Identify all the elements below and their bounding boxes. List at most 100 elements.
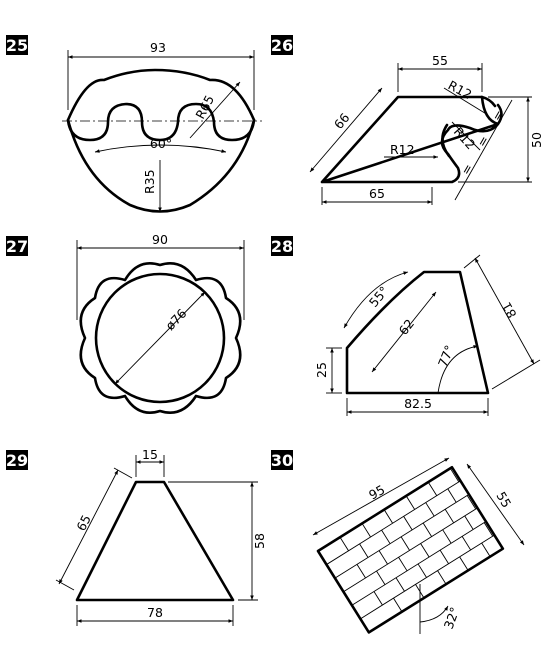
block-outline xyxy=(345,270,490,395)
problem-25: 25 93 R65 60° R35 xyxy=(6,35,262,213)
brick-joint xyxy=(420,543,430,558)
radius-leader xyxy=(451,121,481,151)
brick-joint xyxy=(359,543,369,558)
brick-joint xyxy=(481,542,491,557)
brick-joint xyxy=(437,570,447,585)
brick-joint xyxy=(449,468,460,483)
brick-joint xyxy=(339,536,349,552)
scalloped-curve xyxy=(66,102,256,142)
problem-number: 25 xyxy=(6,36,28,55)
dim-width: 93 xyxy=(150,40,166,55)
bracket-outline xyxy=(480,95,497,108)
diameter-line xyxy=(114,291,206,385)
dim-diameter: ø76 xyxy=(162,306,189,333)
dim-base: 82.5 xyxy=(404,396,432,411)
dim-width: 90 xyxy=(152,232,168,247)
trapezoid-outline xyxy=(75,480,235,602)
radius-leader xyxy=(443,87,489,116)
equal-mark: = xyxy=(458,161,476,178)
brick-joint xyxy=(395,577,405,592)
problem-29: 29 15 65 58 78 xyxy=(6,447,267,626)
brick-course-line xyxy=(334,494,470,579)
dim-height: 58 xyxy=(252,533,267,549)
dimension-line xyxy=(312,457,450,536)
dim-bottom-radius: R35 xyxy=(142,169,157,194)
brick-joint xyxy=(393,597,403,612)
brick-joint xyxy=(439,549,449,564)
dim-r-mid: R12 xyxy=(451,124,479,152)
problem-number: 30 xyxy=(271,451,293,470)
dimension-line xyxy=(58,469,119,585)
brick-course-line xyxy=(360,534,495,620)
problem-number-badge xyxy=(6,450,28,470)
brick-joint xyxy=(461,536,472,551)
brick-joint xyxy=(427,481,438,496)
extension-line xyxy=(113,467,133,479)
dim-top: 55 xyxy=(432,53,448,68)
problem-number: 29 xyxy=(6,451,28,470)
problem-number-badge xyxy=(6,35,28,55)
brick-joint xyxy=(447,488,457,503)
dim-r-top: R12 xyxy=(446,77,475,102)
dimension-line xyxy=(454,99,513,201)
dim-width: 55 xyxy=(493,489,514,510)
problem-number-badge xyxy=(6,236,28,256)
radius-leader xyxy=(189,81,241,139)
brick-wall xyxy=(316,465,505,634)
dim-height: 50 xyxy=(529,132,544,148)
problem-number: 28 xyxy=(271,237,293,256)
brick-joint xyxy=(373,591,383,606)
extension-line xyxy=(463,254,481,269)
extension-line xyxy=(55,579,75,591)
problem-30: 30 95 55 32° xyxy=(271,450,525,634)
dim-base: 78 xyxy=(147,605,163,620)
dimension-line xyxy=(371,291,437,373)
brick-joint xyxy=(459,556,469,571)
dimension-line xyxy=(474,257,535,365)
dimension-line xyxy=(466,463,525,546)
brick-joint xyxy=(422,522,433,537)
brick-joint xyxy=(400,536,410,551)
angle-arc xyxy=(437,345,479,394)
angle-arc xyxy=(419,605,449,623)
dim-r-left: R12 xyxy=(390,142,415,157)
problem-26: 26 55 66 65 50 = = = R12 R12 R12 xyxy=(271,35,544,205)
dim-angle-bottom: 77° xyxy=(435,343,457,369)
problem-number-badge xyxy=(271,35,293,55)
dim-bottom: 65 xyxy=(369,186,385,201)
brick-course-line xyxy=(326,480,461,565)
main-circle xyxy=(94,272,226,404)
brick-joint xyxy=(444,508,455,524)
fan-shape-outline xyxy=(66,68,256,213)
angle-arc xyxy=(94,144,227,153)
brick-joint xyxy=(425,502,435,517)
flower-outline xyxy=(79,262,242,414)
problem-27: 27 90 ø76 xyxy=(6,232,245,414)
dim-angle: 32° xyxy=(441,605,463,631)
angle-arc xyxy=(343,271,409,329)
dim-angle: 60° xyxy=(150,136,172,151)
problem-28: 28 55° 62 81 77° 25 82.5 xyxy=(271,236,541,416)
dim-length: 95 xyxy=(366,482,387,503)
dim-slant: 66 xyxy=(331,110,353,132)
problem-number: 27 xyxy=(6,237,28,256)
dim-angle-top: 55° xyxy=(366,283,392,310)
brick-joint xyxy=(464,515,474,530)
brick-joint xyxy=(403,516,413,531)
dim-top: 15 xyxy=(142,447,158,462)
dim-slant: 65 xyxy=(73,512,94,533)
problem-number-badge xyxy=(271,450,293,470)
problem-number: 26 xyxy=(271,36,293,55)
brick-joint xyxy=(442,529,452,544)
bracket-outline xyxy=(441,123,451,158)
brick-joint xyxy=(405,495,416,510)
dimension-line xyxy=(309,87,383,173)
extension-line xyxy=(491,359,541,390)
dim-height: 25 xyxy=(314,362,329,378)
brick-joint xyxy=(381,529,391,544)
brick-joint xyxy=(356,564,366,579)
brick-joint xyxy=(376,570,386,585)
brick-course-line xyxy=(351,521,487,606)
dim-side: 81 xyxy=(499,300,520,321)
